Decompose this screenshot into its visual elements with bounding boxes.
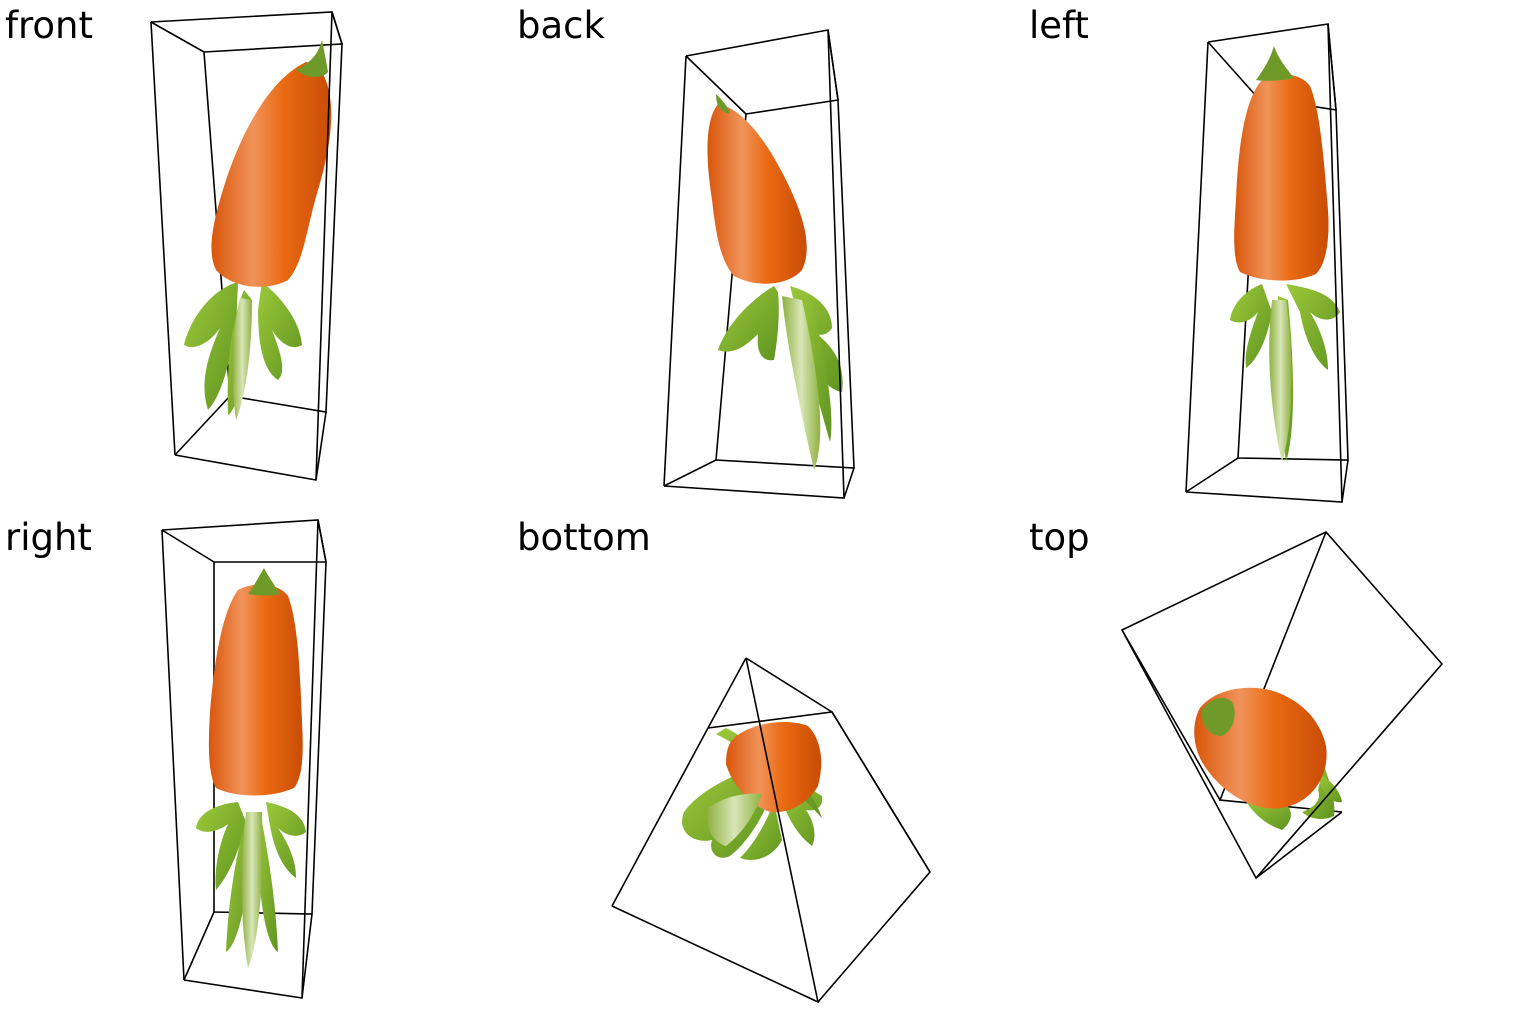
bounding-box-front-edges	[1185, 23, 1349, 503]
carrot-top-cap	[296, 40, 328, 78]
bounding-box-front-edges	[663, 29, 855, 499]
bounding-box-front-edges	[611, 657, 931, 1003]
view-label-top: top	[1029, 516, 1090, 559]
view-label-front: front	[5, 4, 94, 47]
carrot-body	[1234, 74, 1329, 281]
carrot-body	[208, 584, 303, 796]
carrot-body	[726, 722, 822, 813]
carrot-stem	[241, 812, 263, 968]
bounding-box-front-edges	[161, 519, 327, 999]
render-back	[663, 29, 855, 499]
view-left: left	[1024, 0, 1536, 512]
bounding-box-front-edges	[150, 11, 343, 481]
bounding-box-back-edges	[1121, 531, 1343, 813]
carrot-top-cap	[248, 568, 280, 596]
view-label-left: left	[1029, 4, 1089, 47]
carrot-body	[707, 104, 807, 284]
render-left	[1185, 23, 1349, 503]
view-back: back	[512, 0, 1024, 512]
render-front	[150, 11, 343, 481]
view-label-bottom: bottom	[517, 516, 651, 559]
carrot-stem	[782, 296, 821, 470]
carrot-top-cap	[716, 94, 730, 114]
carrot-stem	[706, 793, 762, 846]
view-front: front	[0, 0, 512, 512]
view-label-right: right	[5, 516, 92, 559]
carrot-body	[211, 62, 332, 287]
render-right	[161, 519, 327, 999]
view-label-back: back	[517, 4, 605, 47]
carrot-top-cap	[1201, 697, 1235, 736]
view-bottom: bottom	[512, 512, 1024, 1024]
bounding-box-front-edges	[1120, 531, 1444, 880]
carrot-top-cap	[1256, 46, 1294, 81]
render-top	[1120, 531, 1444, 880]
render-bottom	[611, 657, 931, 1003]
carrot-leaves	[718, 286, 843, 442]
carrot-stem	[1269, 300, 1292, 462]
carrot-stem	[232, 298, 252, 420]
view-top: top	[1024, 512, 1536, 1024]
view-right: right	[0, 512, 512, 1024]
